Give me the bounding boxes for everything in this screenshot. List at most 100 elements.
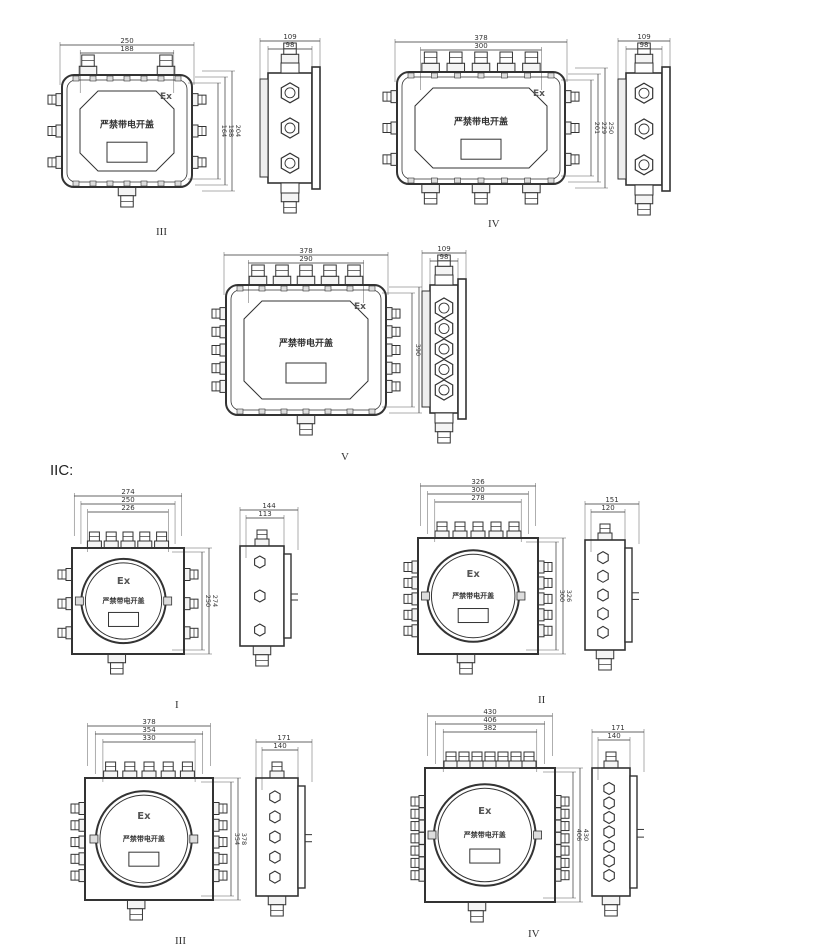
flange-bolt [258, 408, 266, 415]
side-gland-hole [438, 364, 450, 375]
side-gland-hole [438, 343, 450, 355]
side-gland-hex [269, 870, 281, 884]
dim-side-1-label: 109 [437, 245, 450, 253]
side-gland-hex [603, 854, 615, 868]
cable-gland [495, 760, 511, 769]
dim-top-1-label: 274 [121, 488, 135, 496]
flange-bolt [324, 285, 332, 292]
cable-gland [296, 275, 316, 286]
section-label-iic: IIC: [50, 462, 74, 479]
round-cover-inner [99, 794, 189, 884]
dim-top-2-label: 300 [471, 486, 484, 494]
flange-bolt [157, 180, 165, 187]
cable-gland [160, 770, 176, 779]
side-view-flange [457, 278, 467, 420]
cable-gland [522, 183, 541, 194]
flange-bolt [431, 177, 438, 184]
side-gland-hex [269, 830, 281, 844]
flange-bolt [431, 72, 438, 79]
flange-bolt [368, 408, 376, 415]
dim-top-3-label: 226 [121, 504, 135, 512]
cover-plate [79, 90, 175, 172]
cable-gland [103, 540, 119, 549]
flange-bolt [123, 180, 131, 187]
label-iic-i: I [175, 699, 179, 711]
label-iic-ii: II [538, 694, 546, 706]
side-view-flange [259, 78, 269, 178]
side-gland-hex [603, 825, 615, 839]
cable-gland [156, 65, 176, 76]
flange-bolt [501, 72, 508, 79]
cover-plate [414, 87, 548, 169]
cover-lug [163, 596, 173, 606]
dim-right-2-label: 229 [600, 122, 608, 134]
cable-gland [272, 275, 292, 286]
side-gland-hole [284, 87, 296, 99]
dim-side-1-label: 151 [605, 496, 618, 504]
side-view-cover [297, 785, 306, 889]
side-view-flange [661, 66, 671, 192]
dim-right-1-label: 201 [593, 122, 601, 134]
side-view-neck [634, 184, 654, 196]
side-gland-hex [597, 607, 609, 621]
dim-right-2-label: 326 [565, 590, 573, 602]
dim-side-2-label: 98 [640, 41, 649, 49]
flange-bolt [524, 72, 531, 79]
cable-gland [488, 530, 504, 539]
cover-lug [89, 834, 99, 844]
cable-gland [471, 183, 491, 194]
side-view-neck [280, 182, 300, 194]
dim-top-1-label: 378 [474, 34, 487, 42]
flange-bolt [174, 180, 182, 187]
dim-right-3-label: 204 [234, 125, 242, 137]
side-gland-hole [438, 302, 450, 314]
flange-bolt [407, 72, 415, 79]
dim-top-1-label: 378 [142, 718, 155, 726]
dim-side-2-label: 140 [273, 742, 286, 750]
side-gland-hex [603, 868, 615, 883]
cable-gland [154, 540, 170, 549]
round-cover-inner [437, 787, 533, 883]
side-gland-hole [438, 323, 450, 334]
dim-right-2-label: 378 [240, 833, 248, 845]
cable-gland [421, 183, 440, 194]
side-view-flange [421, 290, 431, 408]
cable-gland [603, 760, 619, 769]
dim-right-3-label: 250 [607, 122, 615, 134]
warning-text: 严禁带电开盖 [99, 119, 154, 131]
dim-side-1-label: 144 [262, 502, 276, 510]
ex-mark: Ex [354, 302, 366, 312]
dim-right-1-label: 406 [575, 829, 583, 841]
cable-gland [137, 540, 153, 549]
cover-lug [421, 591, 430, 601]
label-iic-iii: III [175, 935, 186, 947]
dim-side-2-label: 113 [258, 510, 271, 518]
dim-top-2-label: 354 [142, 726, 156, 734]
cable-gland [269, 770, 285, 779]
cable-gland [434, 265, 454, 276]
round-cover-inner [84, 562, 163, 640]
warning-text: 严禁带电开盖 [451, 591, 494, 600]
ex-mark: Ex [160, 92, 172, 102]
dim-side-2-label: 140 [607, 732, 620, 740]
label-iib-iv: IV [488, 218, 500, 230]
flange-bolt [258, 285, 266, 292]
cable-gland [141, 770, 157, 779]
flange-bolt [140, 180, 148, 187]
flange-bolt [477, 177, 485, 184]
cable-gland [634, 53, 654, 64]
dim-top-2-label: 290 [299, 255, 312, 263]
cover-lug [533, 830, 542, 840]
flange-bolt [302, 408, 310, 415]
flange-bolt [454, 177, 461, 184]
cable-gland [107, 653, 127, 664]
side-gland-hex [597, 569, 609, 583]
cable-gland [601, 895, 621, 906]
round-cover-inner [430, 553, 516, 639]
cable-gland [506, 530, 522, 539]
